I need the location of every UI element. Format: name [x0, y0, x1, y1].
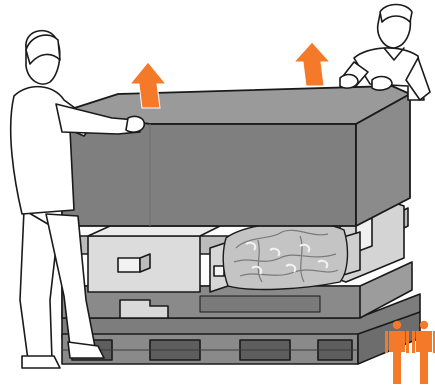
lifted-carton: [62, 86, 410, 226]
bagged-unit: [223, 222, 347, 289]
up-arrow-icon: [294, 42, 330, 86]
right-person: [340, 5, 430, 101]
